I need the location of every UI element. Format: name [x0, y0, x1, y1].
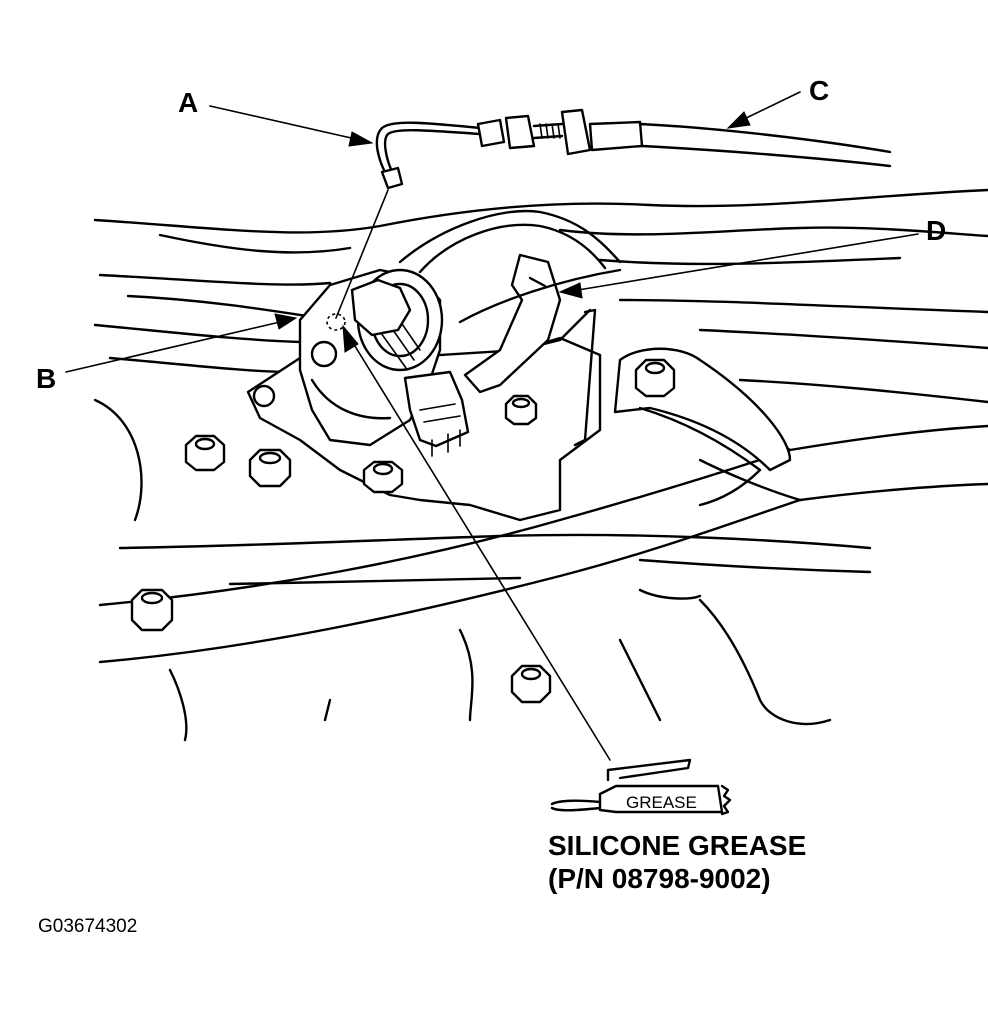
bolt-4	[504, 394, 538, 426]
callout-b: B	[36, 363, 56, 394]
cable-end-path	[335, 189, 389, 319]
leader-c	[741, 91, 801, 121]
callout-a: A	[178, 87, 198, 118]
arrow-a	[348, 131, 374, 147]
grease-tube-label: GREASE	[626, 793, 697, 812]
grease-tube-icon	[550, 758, 732, 816]
bolt-5	[634, 358, 676, 398]
mount-bolts	[130, 358, 676, 704]
callout-d: D	[926, 215, 946, 246]
bolt-1	[184, 434, 226, 472]
bolt-7	[510, 664, 552, 704]
caption-line-2: (P/N 08798-9002)	[548, 863, 771, 894]
leader-b	[65, 321, 281, 373]
upper-hoses	[398, 209, 622, 324]
callout-c: C	[809, 75, 829, 106]
arrow-grease	[342, 324, 359, 353]
arrow-b	[274, 313, 298, 330]
figure-id: G03674302	[38, 916, 137, 937]
caption-line-1: SILICONE GREASE	[548, 830, 806, 861]
leader-a	[209, 105, 361, 141]
body-frame-lines	[93, 188, 988, 522]
throttle-cable	[375, 108, 892, 190]
bolt-2	[248, 448, 292, 488]
leader-lines	[65, 91, 919, 761]
lubrication-point	[326, 313, 346, 331]
arrow-c	[726, 111, 751, 129]
bolt-3	[362, 460, 404, 494]
leader-d	[577, 233, 919, 291]
lower-frame-lines	[118, 533, 872, 742]
sensor-connector	[403, 370, 470, 457]
arrow-d	[558, 282, 583, 299]
leader-grease	[349, 337, 611, 761]
bolt-6	[130, 588, 174, 632]
